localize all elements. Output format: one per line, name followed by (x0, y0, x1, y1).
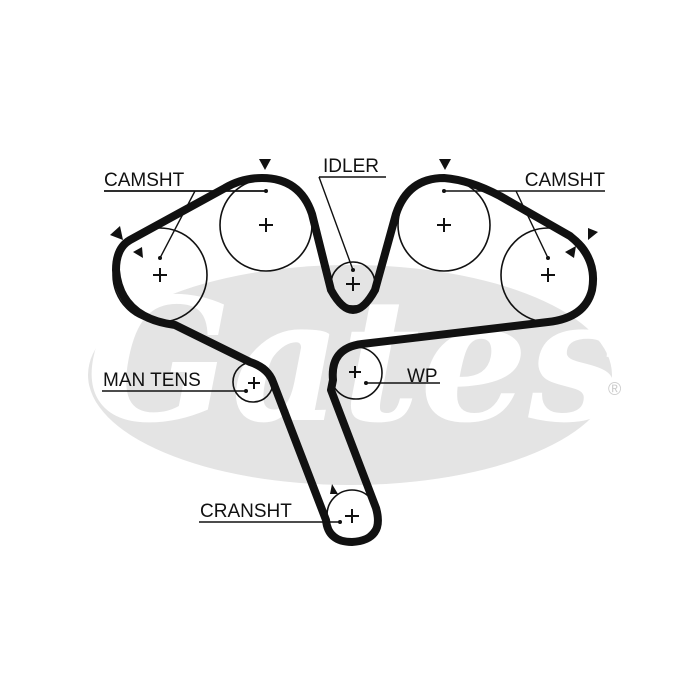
timing-belt (112, 174, 597, 546)
registered-mark: ® (608, 379, 621, 399)
label-idler: IDLER (323, 156, 379, 177)
timing-mark-icon (133, 247, 143, 258)
leader-lines (102, 176, 605, 523)
label-water-pump: WP (407, 366, 438, 387)
watermark-ellipse (88, 265, 612, 485)
label-manual-tensioner: MAN TENS (103, 370, 201, 391)
timing-mark-icon (565, 246, 576, 258)
label-camshaft-left: CAMSHT (104, 170, 185, 191)
label-camshaft-right: CAMSHT (525, 170, 606, 191)
direction-arrows (110, 159, 598, 494)
timing-mark-icon (439, 159, 451, 170)
watermark-text: Gates (86, 261, 624, 461)
timing-mark-icon (588, 228, 598, 240)
gates-watermark: Gates ® (86, 261, 624, 485)
timing-mark-icon (330, 484, 338, 494)
pulley-centers (153, 218, 555, 523)
label-crankshaft: CRANSHT (200, 501, 292, 522)
timing-mark-icon (259, 159, 271, 170)
timing-mark-icon (110, 226, 123, 240)
